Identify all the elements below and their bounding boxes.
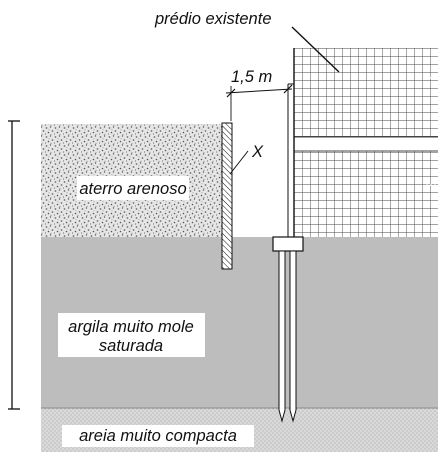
building-label: prédio existente: [154, 10, 272, 28]
dimension-line: [225, 88, 293, 94]
building-leader-line: [291, 26, 340, 73]
building-floor-slab: [294, 137, 438, 151]
clay-layer-label-line2: saturada: [99, 337, 163, 355]
sand-label-bg: [62, 425, 254, 447]
clay-label-bg: [58, 313, 205, 357]
wall-marker-label: X: [251, 143, 264, 161]
fill-label-bg: [77, 176, 189, 200]
sand-layer-label: areia muito compacta: [79, 427, 237, 445]
clay-layer-label-line1: argila muito mole: [68, 318, 194, 336]
dimension-tick-left: [226, 88, 236, 98]
dimension-tick-right: [283, 84, 293, 94]
distance-label: 1,5 m: [231, 68, 272, 86]
pile-right: [289, 250, 297, 423]
retaining-wall: [221, 122, 233, 270]
pile-cap: [272, 236, 304, 252]
wall-leader-line: [229, 150, 249, 175]
pile-left: [278, 250, 286, 423]
fill-layer-label: aterro arenoso: [79, 180, 186, 198]
